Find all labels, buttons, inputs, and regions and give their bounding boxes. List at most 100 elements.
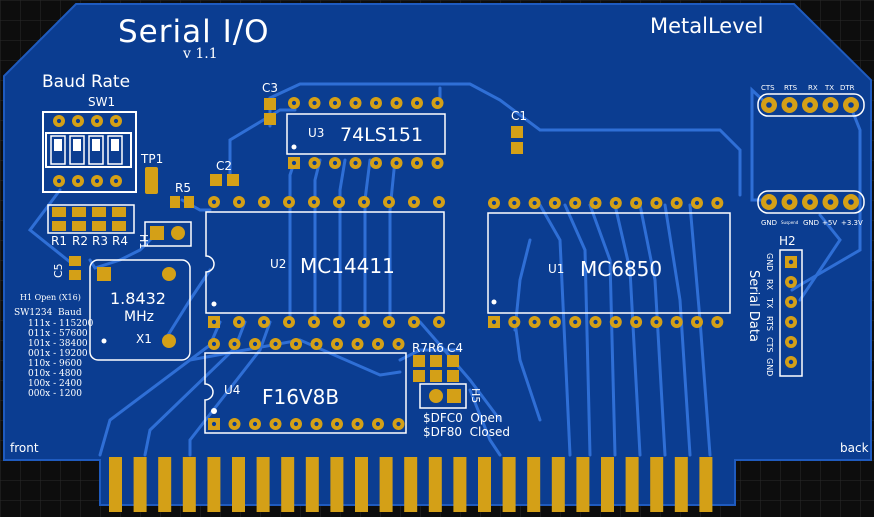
u1-pin-hole: [694, 319, 700, 325]
c4-pad-a: [447, 355, 459, 367]
edge-finger: [133, 457, 147, 512]
header-top-pin-hole: [827, 102, 834, 108]
resistor-label-r4: R4: [112, 234, 128, 248]
c4-pad-b: [447, 370, 459, 382]
u1-pin-hole: [532, 200, 537, 206]
baud-table-row: 111x - 115200: [28, 319, 94, 329]
u3-ref: U3: [308, 126, 324, 140]
dip-switch-pin-hole: [94, 118, 100, 124]
u2-pin-hole: [286, 319, 292, 325]
u2-pin-hole: [286, 199, 292, 205]
u3-pin-hole: [373, 160, 379, 166]
dip-switch-levers: [50, 115, 123, 187]
header-top-label: CTS: [761, 84, 775, 92]
sw1-ref: SW1: [88, 95, 115, 109]
resistor-pad: [92, 207, 106, 217]
u3-pin-hole: [332, 100, 338, 106]
u4-pin-hole: [211, 341, 217, 347]
c3-pad-b: [264, 113, 276, 125]
u3-pin-hole: [394, 100, 399, 106]
u1-pin-hole: [573, 200, 578, 206]
c1-pad-a: [511, 126, 523, 138]
u4-pin1-dot: [211, 408, 217, 414]
dip-switch-slot: [69, 135, 85, 165]
header-top-label: RX: [808, 84, 818, 92]
resistor-pad: [112, 221, 126, 231]
u4-ref: U4: [224, 383, 240, 397]
h2-outline: [779, 249, 803, 377]
c2-ref: C2: [216, 159, 232, 173]
u1-pin-hole: [532, 319, 537, 325]
u4-pin-hole: [396, 421, 401, 427]
edge-finger: [232, 457, 245, 512]
h2-pin-label: RX: [765, 279, 774, 291]
edge-finger: [674, 457, 688, 512]
u2-pin-hole: [361, 199, 367, 205]
h2-pin-label: RTS: [765, 316, 774, 331]
edge-finger: [355, 457, 368, 512]
dip-switch-pin-hole: [75, 118, 81, 124]
header-top-pin-hole: [807, 102, 813, 108]
r7-pad-a: [413, 355, 425, 367]
u4-pin-hole: [396, 341, 401, 347]
r5-pad-a: [170, 196, 180, 208]
h2-pin-label: GND: [765, 253, 774, 271]
edge-finger: [502, 457, 516, 512]
resistor-bank-pads: [52, 207, 126, 231]
edge-finger: [527, 457, 541, 512]
u1-pin-hole: [715, 200, 720, 206]
u2-pin-hole: [336, 319, 342, 325]
u3-pin-hole: [394, 160, 399, 166]
header-top-pin-hole: [766, 102, 772, 108]
header-bottom-label: GND: [761, 219, 777, 227]
h2-pin-label: TX: [765, 297, 774, 309]
c5-ref: C5: [52, 263, 65, 278]
resistor-labels: R1 R2 R3 R4: [51, 234, 128, 248]
header-top-label: RTS: [784, 84, 798, 92]
u1-pin-hole: [593, 319, 598, 325]
u2-pin-hole: [311, 199, 317, 205]
r7r6-ref: R7R6: [412, 341, 444, 355]
u3-pin-hole: [435, 160, 440, 166]
u4-pin-hole: [334, 421, 340, 427]
edge-finger: [404, 457, 418, 512]
u3-pin-hole: [414, 160, 420, 166]
header-bottom-pin-hole: [786, 199, 793, 205]
h5-open-label: $DFC0 Open: [423, 411, 502, 425]
c3-ref: C3: [262, 81, 278, 95]
u4-pin-hole: [252, 341, 258, 347]
baud-table-row: 010x - 4800: [28, 369, 82, 379]
baud-table-title: H1 Open (X16): [20, 293, 81, 302]
u1-pin-hole: [654, 200, 659, 206]
dip-switch-slot: [88, 135, 104, 165]
resistor-pad: [72, 221, 86, 231]
u2-outline: [205, 211, 445, 314]
h2-pin-hole: [788, 359, 794, 365]
dip-switch-pin-hole: [56, 118, 62, 124]
h2-pin-hole: [788, 319, 794, 325]
u2-pins: [208, 196, 445, 328]
u2-pin-hole: [436, 199, 442, 205]
u1-pin-hole: [634, 319, 639, 325]
h1-outline: [144, 221, 192, 247]
u4-pin-hole: [273, 421, 278, 427]
u1-pin-hole: [491, 319, 497, 325]
u1-pin-hole: [674, 200, 679, 206]
resistor-label-r1: R1: [51, 234, 67, 248]
header-bottom-pin-hole: [848, 199, 854, 205]
u1-pin-hole: [654, 319, 659, 325]
u2-pin-hole: [311, 319, 317, 325]
edge-back-label: back: [840, 441, 869, 455]
u4-pin-hole: [211, 421, 217, 427]
baud-table-header: SW1234 Baud: [14, 308, 82, 318]
baud-heading: Baud Rate: [42, 72, 130, 92]
h2-pin-hole: [788, 259, 794, 265]
edge-connector: [109, 457, 713, 512]
u3-pin-hole: [312, 160, 317, 166]
u1-pin-hole: [593, 200, 598, 206]
r6-pad-a: [430, 355, 442, 367]
edge-finger: [428, 457, 442, 512]
dip-switch-sw1: [42, 111, 137, 193]
u1-pin-hole: [512, 319, 517, 325]
u3-pin-hole: [291, 100, 297, 106]
